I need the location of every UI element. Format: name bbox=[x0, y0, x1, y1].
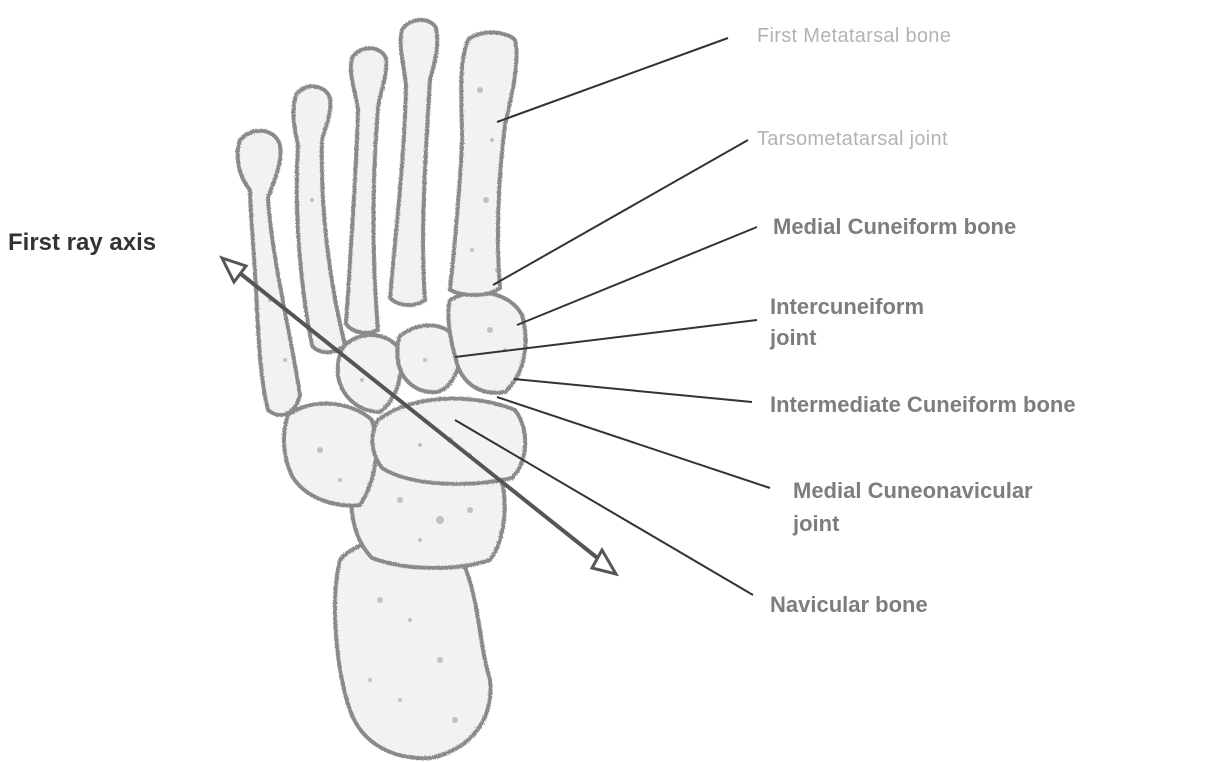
second-metatarsal-bone bbox=[390, 20, 437, 305]
leader-medial-cuneiform bbox=[517, 227, 757, 325]
first-ray-axis-label: First ray axis bbox=[8, 228, 156, 258]
tarsometatarsal-joint-label: Tarsometatarsal joint bbox=[757, 127, 948, 152]
leader-intermediate-cuneiform bbox=[514, 379, 752, 402]
calcaneus-bone bbox=[335, 539, 490, 758]
third-metatarsal-bone bbox=[346, 48, 386, 333]
fourth-metatarsal-bone bbox=[293, 86, 345, 352]
first-metatarsal-bone bbox=[450, 33, 517, 296]
cuboid-bone bbox=[284, 404, 376, 506]
intermediate-cuneiform-label: Intermediate Cuneiform bone bbox=[770, 391, 1076, 419]
intercuneiform-label-line1: Intercuneiform bbox=[770, 293, 924, 321]
lateral-cuneiform-bone bbox=[338, 335, 401, 412]
fifth-metatarsal-bone bbox=[238, 131, 300, 415]
axis-arrowhead-end bbox=[592, 550, 616, 574]
medial-cuneiform-label: Medial Cuneiform bone bbox=[773, 213, 1016, 241]
leader-first-metatarsal bbox=[497, 38, 728, 122]
axis-arrowhead-start bbox=[222, 258, 246, 282]
navicular-label: Navicular bone bbox=[770, 591, 928, 619]
medial-cuneonavicular-label-line1: Medial Cuneonavicular bbox=[793, 477, 1033, 505]
first-metatarsal-label: First Metatarsal bone bbox=[757, 24, 951, 49]
leader-medial-cuneonavicular bbox=[497, 397, 770, 488]
intercuneiform-label-line2: joint bbox=[770, 324, 816, 352]
medial-cuneonavicular-label-line2: joint bbox=[793, 510, 839, 538]
foot-skeleton-illustration bbox=[238, 20, 526, 758]
medial-cuneiform-bone bbox=[448, 293, 525, 393]
leader-tarsometatarsal bbox=[493, 140, 748, 285]
